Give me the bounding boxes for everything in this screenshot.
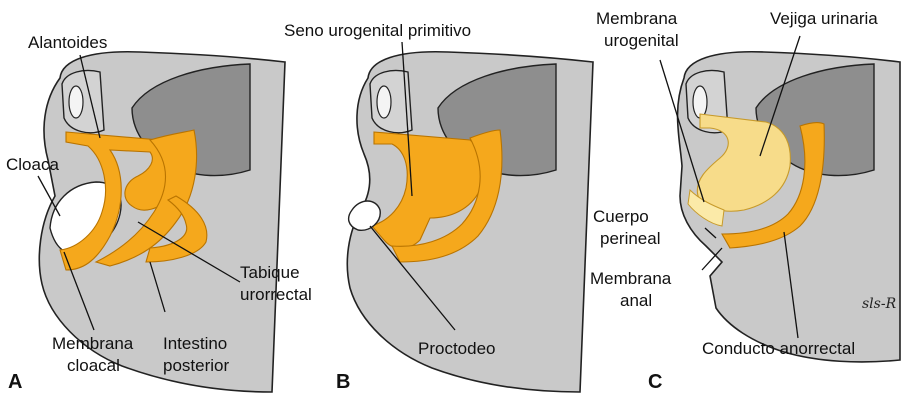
- artist-signature: sls-R: [862, 296, 897, 312]
- label-proctodeo: Proctodeo: [418, 339, 496, 358]
- label-intestino-line1: Intestino: [163, 334, 227, 353]
- label-membrana-urogenital-line2: urogenital: [604, 31, 679, 50]
- label-conducto-anorrectal: Conducto anorrectal: [702, 339, 855, 358]
- label-membrana-cloacal-line2: cloacal: [67, 356, 120, 375]
- label-cuerpo-perineal-line2: perineal: [600, 229, 661, 248]
- panel-c-embryo: [678, 52, 900, 362]
- label-cuerpo-perineal-line1: Cuerpo: [593, 207, 649, 226]
- label-cloaca: Cloaca: [6, 155, 59, 174]
- label-membrana-anal-line2: anal: [620, 291, 652, 310]
- label-intestino-line2: posterior: [163, 356, 229, 375]
- label-vejiga-urinaria: Vejiga urinaria: [770, 9, 878, 28]
- panel-b: Seno urogenital primitivo Proctodeo B: [284, 21, 593, 393]
- panel-letter-b: B: [336, 371, 350, 393]
- panel-b-allantois-lumen: [377, 86, 391, 118]
- label-seno-urogenital: Seno urogenital primitivo: [284, 21, 471, 40]
- panel-c: Membrana urogenital Vejiga urinaria Cuer…: [590, 9, 900, 393]
- label-membrana-urogenital-line1: Membrana: [596, 9, 678, 28]
- label-membrana-cloacal-line1: Membrana: [52, 334, 134, 353]
- panel-a-allantois-lumen: [69, 86, 83, 118]
- panel-letter-c: C: [648, 371, 662, 393]
- label-alantoides: Alantoides: [28, 33, 107, 52]
- label-tabique-line2: urorrectal: [240, 285, 312, 304]
- label-tabique-line1: Tabique: [240, 263, 300, 282]
- label-membrana-anal-line1: Membrana: [590, 269, 672, 288]
- panel-letter-a: A: [8, 371, 22, 393]
- panel-a: Alantoides Cloaca Tabique urorrectal Mem…: [6, 33, 312, 393]
- panel-c-allantois-lumen: [693, 86, 707, 118]
